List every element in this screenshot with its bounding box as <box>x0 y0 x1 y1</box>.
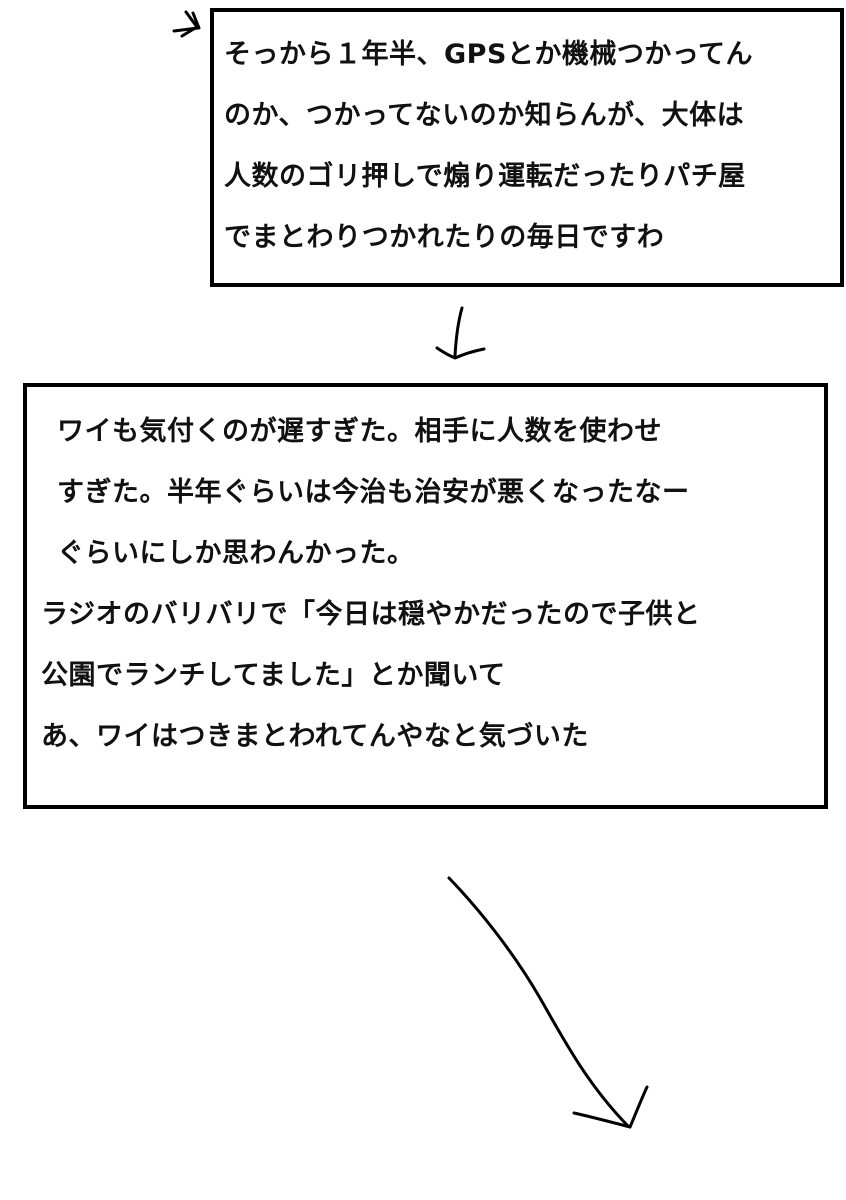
panel-2-line-4: ラジオのバリバリで「今日は穏やかだったので子供と <box>41 599 701 630</box>
panel-2-line-1: ワイも気付くのが遅すぎた。相手に人数を使わせ <box>57 416 662 447</box>
text-panel-1: そっから１年半、GPSとか機械つかってん のか、つかってないのか知らんが、大体は… <box>210 8 844 287</box>
hand-drawn-arrow-down-icon <box>435 306 486 360</box>
panel-1-line-4: でまとわりつかれたりの毎日ですわ <box>224 222 665 253</box>
panel-2-line-6: あ、ワイはつきまとわれてんやなと気づいた <box>41 721 589 752</box>
panel-2-line-5: 公園でランチしてました」とか聞いて <box>41 660 506 691</box>
hand-drawn-arrow-down-right-icon <box>447 876 649 1129</box>
hand-drawn-arrow-into-panel-1-icon <box>172 10 201 38</box>
panel-1-line-2: のか、つかってないのか知らんが、大体は <box>224 100 745 131</box>
panel-1-line-1: そっから１年半、GPSとか機械つかってん <box>224 39 754 70</box>
panel-2-line-2: すぎた。半年ぐらいは今治も治安が悪くなったなー <box>57 477 690 508</box>
panel-2-line-3: ぐらいにしか思わんかった。 <box>57 538 415 569</box>
panel-1-line-3: 人数のゴリ押しで煽り運転だったりパチ屋 <box>224 161 746 192</box>
text-panel-2: ワイも気付くのが遅すぎた。相手に人数を使わせ すぎた。半年ぐらいは今治も治安が悪… <box>23 383 828 809</box>
